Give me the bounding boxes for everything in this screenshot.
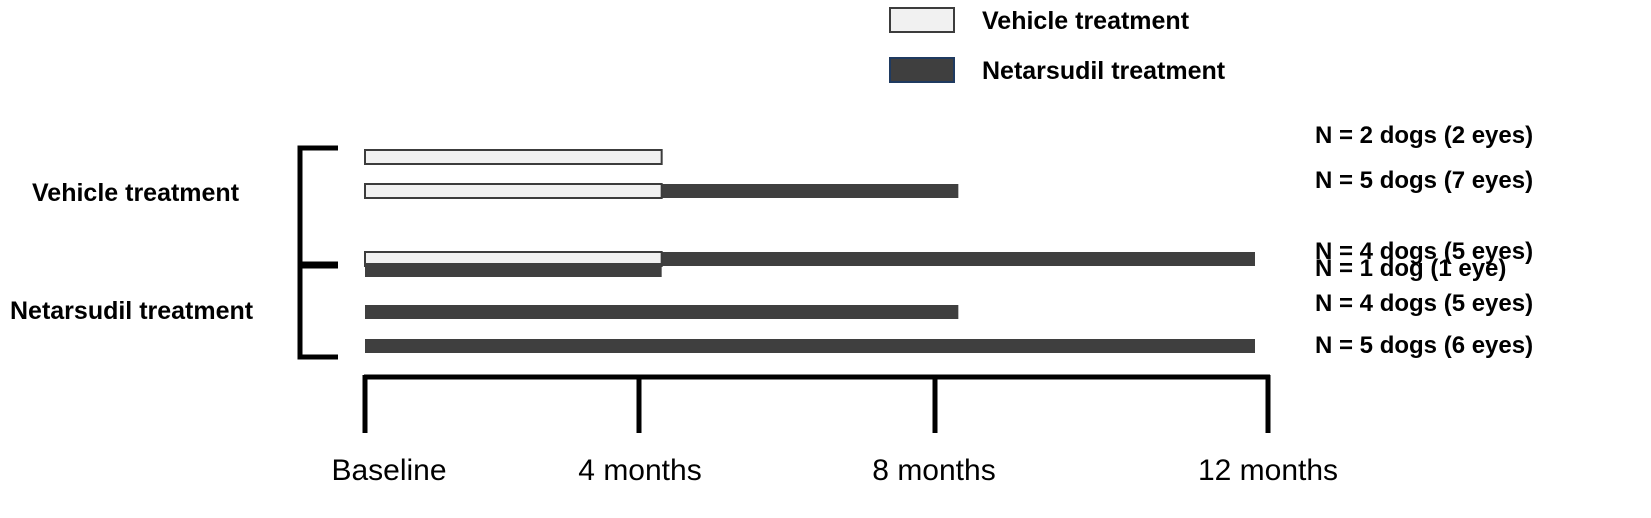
cohort-label-6: N = 5 dogs (6 eyes) xyxy=(1315,332,1533,359)
netarsudil-group-label: Netarsudil treatment xyxy=(10,297,254,325)
legend: Vehicle treatment Netarsudil treatment xyxy=(889,7,1226,85)
tick-label-12-months: 12 months xyxy=(1198,454,1338,487)
legend-netarsudil-swatch xyxy=(889,57,955,83)
vehicle-group-label: Vehicle treatment xyxy=(32,179,240,207)
cohort-3-netarsudil-bar xyxy=(661,252,1255,266)
cohort-5-netarsudil-bar xyxy=(365,305,959,319)
tick-label-4-months: 4 months xyxy=(578,454,701,487)
netarsudil-group-bracket xyxy=(297,263,338,360)
timeline-ticks xyxy=(362,375,1271,433)
cohort-label-1: N = 2 dogs (2 eyes) xyxy=(1315,122,1533,149)
cohort-2-netarsudil-bar xyxy=(661,184,959,198)
legend-vehicle-label: Vehicle treatment xyxy=(982,7,1190,35)
legend-vehicle-swatch xyxy=(889,7,955,33)
timeline-tick-labels: Baseline 4 months 8 months 12 months xyxy=(331,454,1338,487)
tick-label-baseline: Baseline xyxy=(331,454,446,487)
cohort-2-vehicle-bar xyxy=(364,183,663,199)
group-vehicle: Vehicle treatment xyxy=(32,145,338,267)
cohort-bars xyxy=(364,149,1255,353)
cohort-label-4: N = 1 dog (1 eye) xyxy=(1315,255,1506,282)
cohort-1-vehicle-bar xyxy=(364,149,663,165)
group-netarsudil: Netarsudil treatment xyxy=(10,263,338,360)
tick-label-8-months: 8 months xyxy=(872,454,995,487)
cohort-label-5: N = 4 dogs (5 eyes) xyxy=(1315,290,1533,317)
cohort-label-2: N = 5 dogs (7 eyes) xyxy=(1315,167,1533,194)
cohort-6-netarsudil-bar xyxy=(365,339,1255,353)
cohort-4-netarsudil-bar xyxy=(365,263,662,277)
cohort-label-3: N = 4 dogs (5 eyes) xyxy=(1315,238,1533,265)
legend-netarsudil-label: Netarsudil treatment xyxy=(982,57,1226,85)
vehicle-group-bracket xyxy=(297,145,338,267)
cohort-labels: N = 2 dogs (2 eyes) N = 5 dogs (7 eyes) … xyxy=(1315,122,1533,359)
